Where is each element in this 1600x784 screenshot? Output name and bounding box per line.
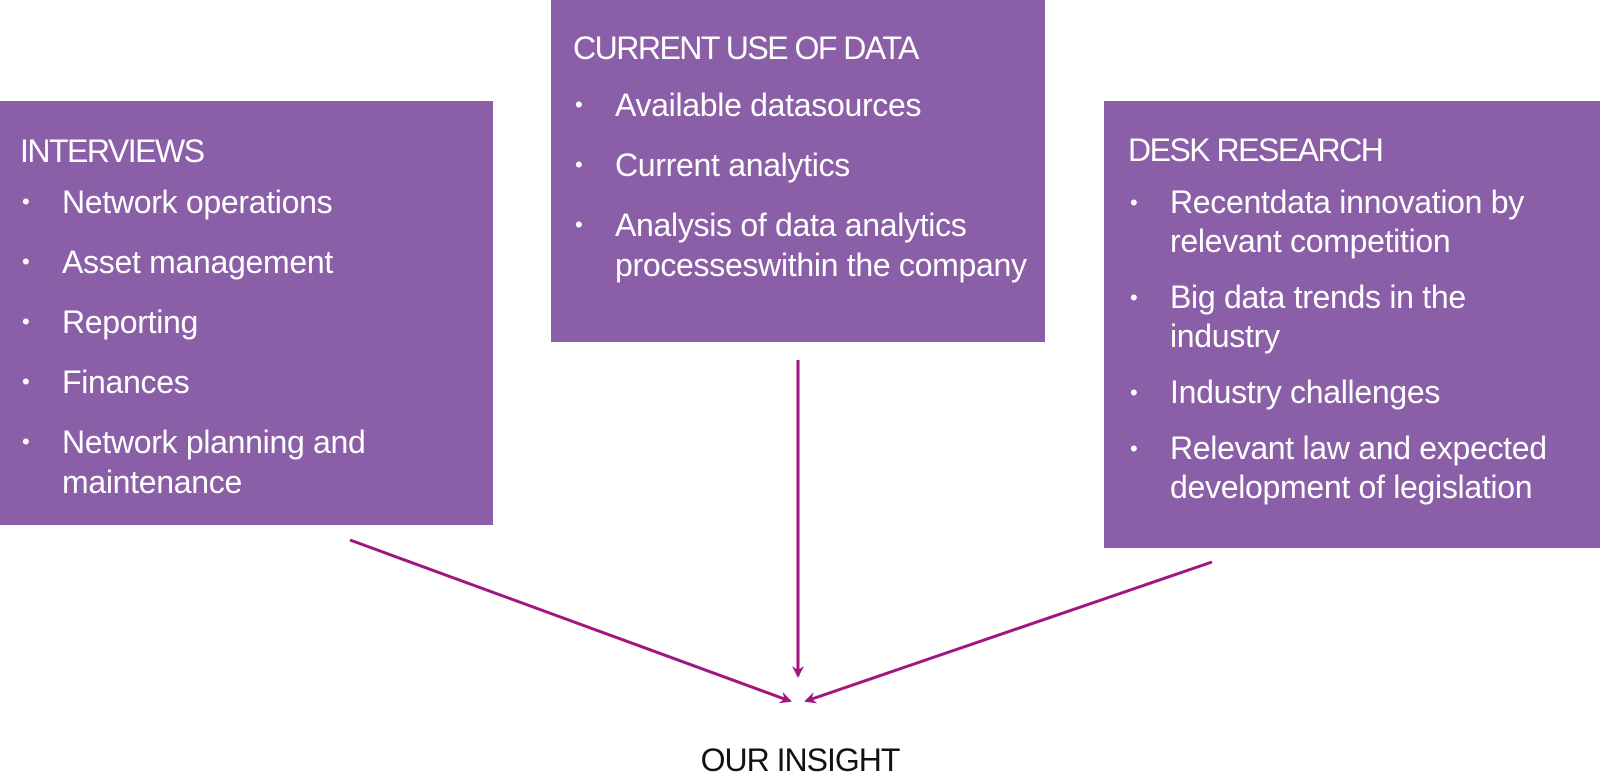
bullet-icon: • [1130,436,1138,461]
our-insight-label: OUR INSIGHT [700,742,901,778]
bullet-icon: • [22,249,30,274]
interviews-list: •Network operations •Asset management •R… [20,182,493,502]
list-item: •Industry challenges [1130,374,1441,410]
bullet-icon: • [575,152,583,177]
left-arrow [349,538,792,704]
current-use-title: CURRENT USE OF DATA [573,30,919,66]
bullet-icon: • [575,92,583,117]
bullet-icon: • [575,212,583,237]
list-item: •Reporting [22,304,199,340]
bullet-icon: • [1130,285,1138,310]
list-item: •Available datasources [575,87,922,123]
desk-research-list: •Recentdata innovation by relevant compe… [1128,183,1600,507]
list-item: •Asset management [22,244,333,280]
bullet-icon: • [22,429,30,454]
interviews-title: INTERVIEWS [20,133,205,169]
bullet-icon: • [22,369,30,394]
desk-research-box: DESK RESEARCH •Recentdata innovation by … [1104,101,1600,548]
list-item: •Finances [22,364,190,400]
right-arrow [804,560,1213,704]
interviews-box: INTERVIEWS •Network operations •Asset ma… [0,101,493,525]
list-item: •Network planning and maintenance [22,424,366,500]
current-use-list: •Available datasources •Current analytic… [573,85,1045,285]
list-item: •Relevant law and expected development o… [1130,430,1547,505]
list-item: •Big data trends in the industry [1130,279,1466,354]
bullet-icon: • [22,189,30,214]
list-item: •Recentdata innovation by relevant compe… [1130,184,1524,259]
bullet-icon: • [1130,380,1138,405]
list-item: •Analysis of data analytics processeswit… [575,207,1027,283]
list-item: •Network operations [22,184,333,220]
desk-research-title: DESK RESEARCH [1128,132,1384,168]
current-use-box: CURRENT USE OF DATA •Available datasourc… [551,0,1045,342]
bullet-icon: • [22,309,30,334]
bullet-icon: • [1130,190,1138,215]
list-item: •Current analytics [575,147,850,183]
